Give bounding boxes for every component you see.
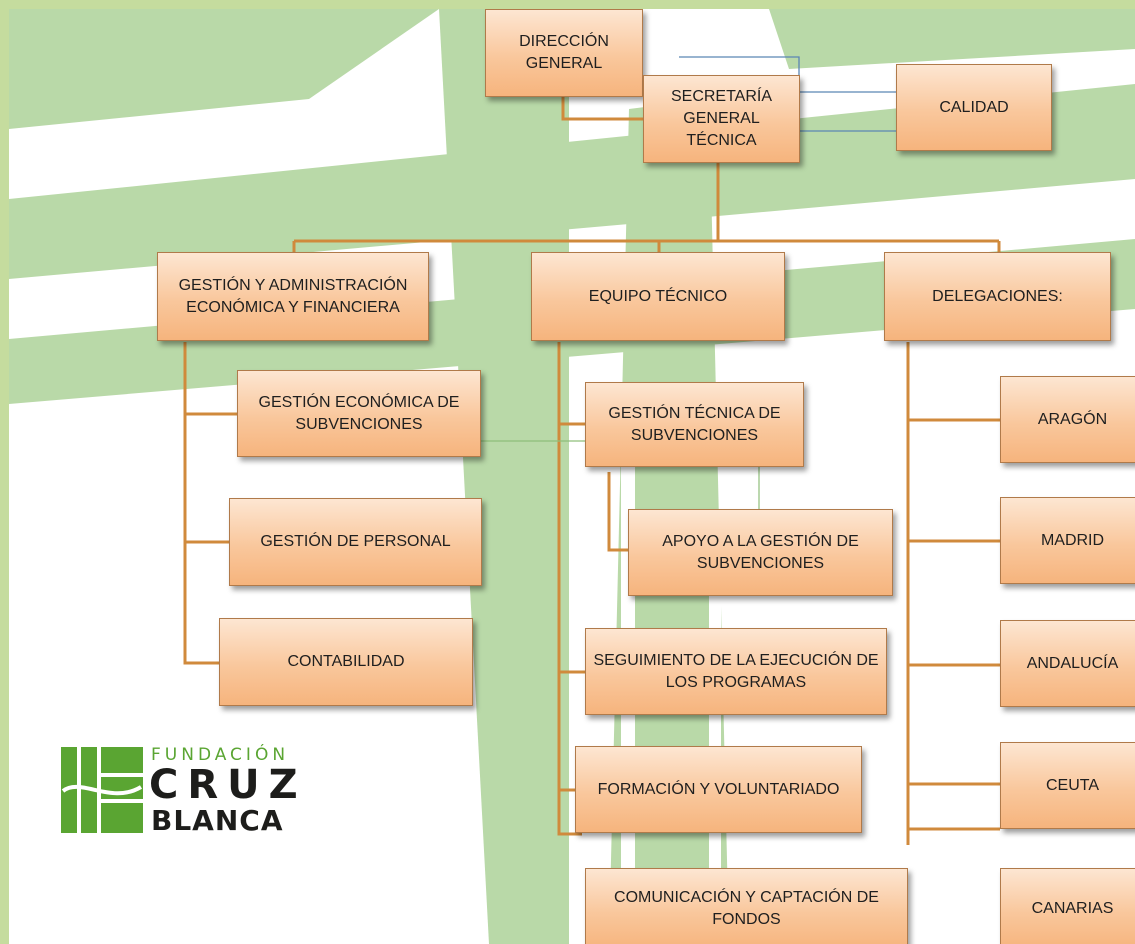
node-apoyo-gestion: APOYO A LA GESTIÓN DE SUBVENCIONES [628, 509, 893, 596]
node-contabilidad: CONTABILIDAD [219, 618, 473, 706]
node-calidad: CALIDAD [896, 64, 1052, 151]
node-gestion-tecnica: GESTIÓN TÉCNICA DE SUBVENCIONES [585, 382, 804, 467]
node-equipo-tecnico: EQUIPO TÉCNICO [531, 252, 785, 341]
logo-line-fundacion: FUNDACIÓN [151, 745, 290, 765]
node-gestion-personal: GESTIÓN DE PERSONAL [229, 498, 482, 586]
logo-line-cruz: CRUZ [149, 762, 307, 808]
node-ceuta: CEUTA [1000, 742, 1135, 829]
node-secretaria-general-tecnica: SECRETARÍA GENERAL TÉCNICA [643, 75, 800, 163]
node-delegaciones: DELEGACIONES: [884, 252, 1111, 341]
node-formacion: FORMACIÓN Y VOLUNTARIADO [575, 746, 862, 833]
node-comunicacion: COMUNICACIÓN Y CAPTACIÓN DE FONDOS [585, 868, 908, 944]
node-direccion-general: DIRECCIÓN GENERAL [485, 9, 643, 97]
node-gestion-administracion: GESTIÓN Y ADMINISTRACIÓN ECONÓMICA Y FIN… [157, 252, 429, 341]
node-seguimiento: SEGUIMIENTO DE LA EJECUCIÓN DE LOS PROGR… [585, 628, 887, 715]
connector-lines [183, 56, 1001, 845]
node-canarias: CANARIAS [1000, 868, 1135, 944]
node-andalucia: ANDALUCÍA [1000, 620, 1135, 707]
node-aragon: ARAGÓN [1000, 376, 1135, 463]
logo-line-blanca: BLANCA [151, 804, 284, 837]
logo-mark-icon [61, 747, 143, 833]
slide-canvas: DIRECCIÓN GENERAL SECRETARÍA GENERAL TÉC… [9, 9, 1135, 944]
fundacion-cruz-blanca-logo: FUNDACIÓN CRUZ BLANCA [61, 745, 298, 849]
node-madrid: MADRID [1000, 497, 1135, 584]
node-gestion-economica: GESTIÓN ECONÓMICA DE SUBVENCIONES [237, 370, 481, 457]
